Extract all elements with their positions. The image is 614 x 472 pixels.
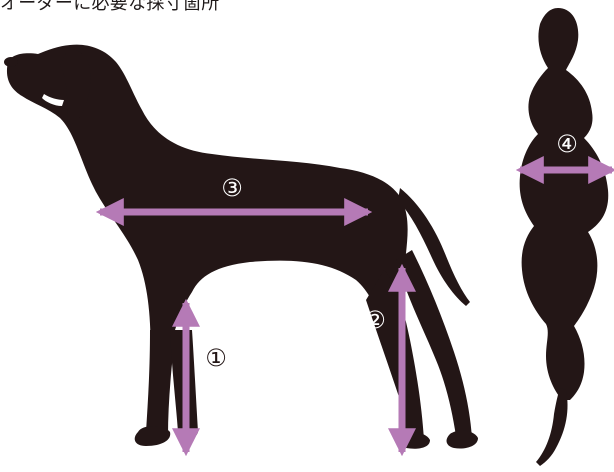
marker-1: ① [202,344,230,372]
dog-top-silhouette [520,8,609,466]
marker-2: ② [361,306,389,334]
marker-3: ③ [218,174,246,202]
marker-4: ④ [553,130,581,158]
dog-side-silhouette [4,45,478,449]
